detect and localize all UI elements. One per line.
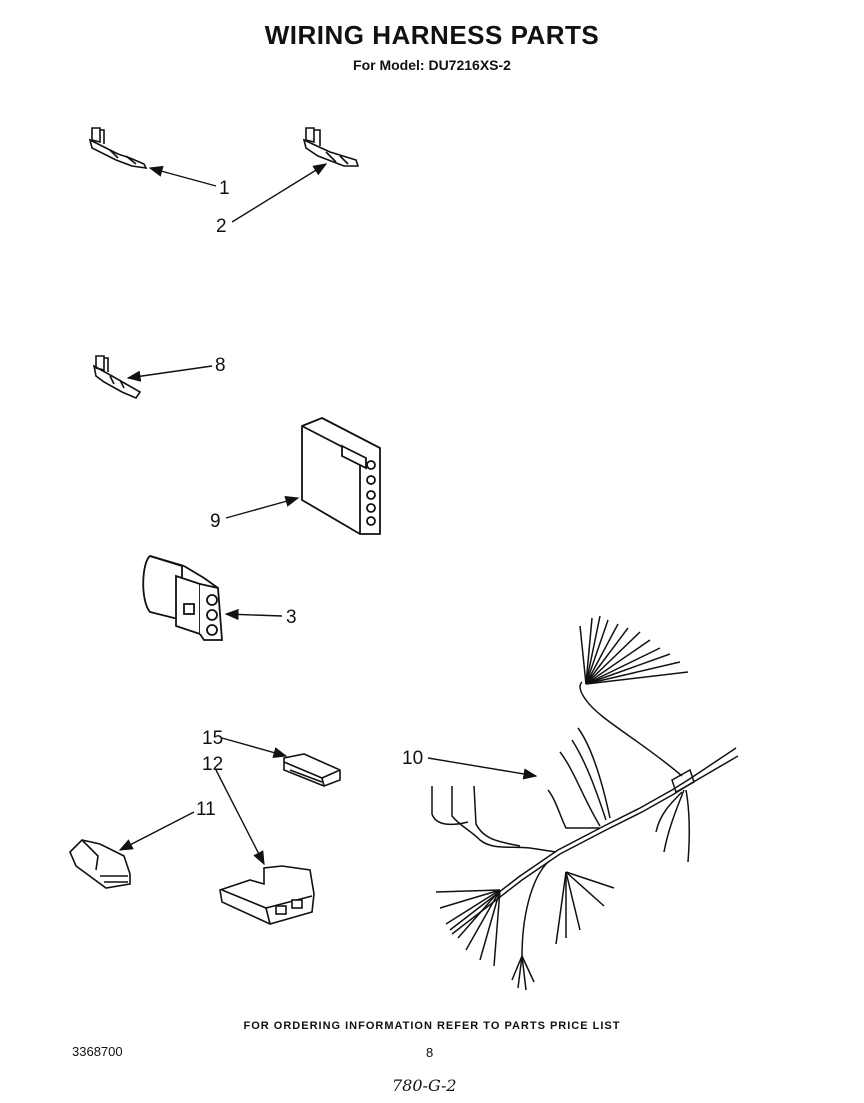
terminal-part-2: [302, 127, 360, 167]
ordering-note: FOR ORDERING INFORMATION REFER TO PARTS …: [243, 1020, 621, 1032]
callout-12: 12: [202, 754, 223, 775]
connector-part-12: [219, 865, 315, 925]
callout-8: 8: [215, 355, 226, 376]
terminal-part-8: [92, 355, 142, 399]
callout-3: 3: [286, 607, 297, 628]
terminal-cover-part-11: [69, 839, 131, 889]
page-number: 8: [426, 1045, 434, 1060]
callout-15: 15: [202, 728, 223, 749]
model-subtitle: For Model: DU7216XS-2: [353, 57, 511, 73]
insulator-part-15: [283, 753, 341, 787]
callout-2: 2: [216, 216, 227, 237]
terminal-part-1: [88, 127, 148, 170]
connector-housing-part-3: [142, 555, 223, 641]
callout-11: 11: [196, 799, 216, 820]
handwritten-code: 780-G-2: [392, 1076, 457, 1095]
callout-leaders: [118, 163, 538, 866]
callout-9: 9: [210, 511, 221, 532]
page-title: WIRING HARNESS PARTS: [264, 20, 600, 50]
callout-1: 1: [219, 178, 230, 199]
connector-block-part-9: [301, 417, 381, 535]
wiring-harness-part-10: [431, 615, 739, 991]
callout-10: 10: [402, 748, 423, 769]
document-number: 3368700: [72, 1044, 123, 1059]
